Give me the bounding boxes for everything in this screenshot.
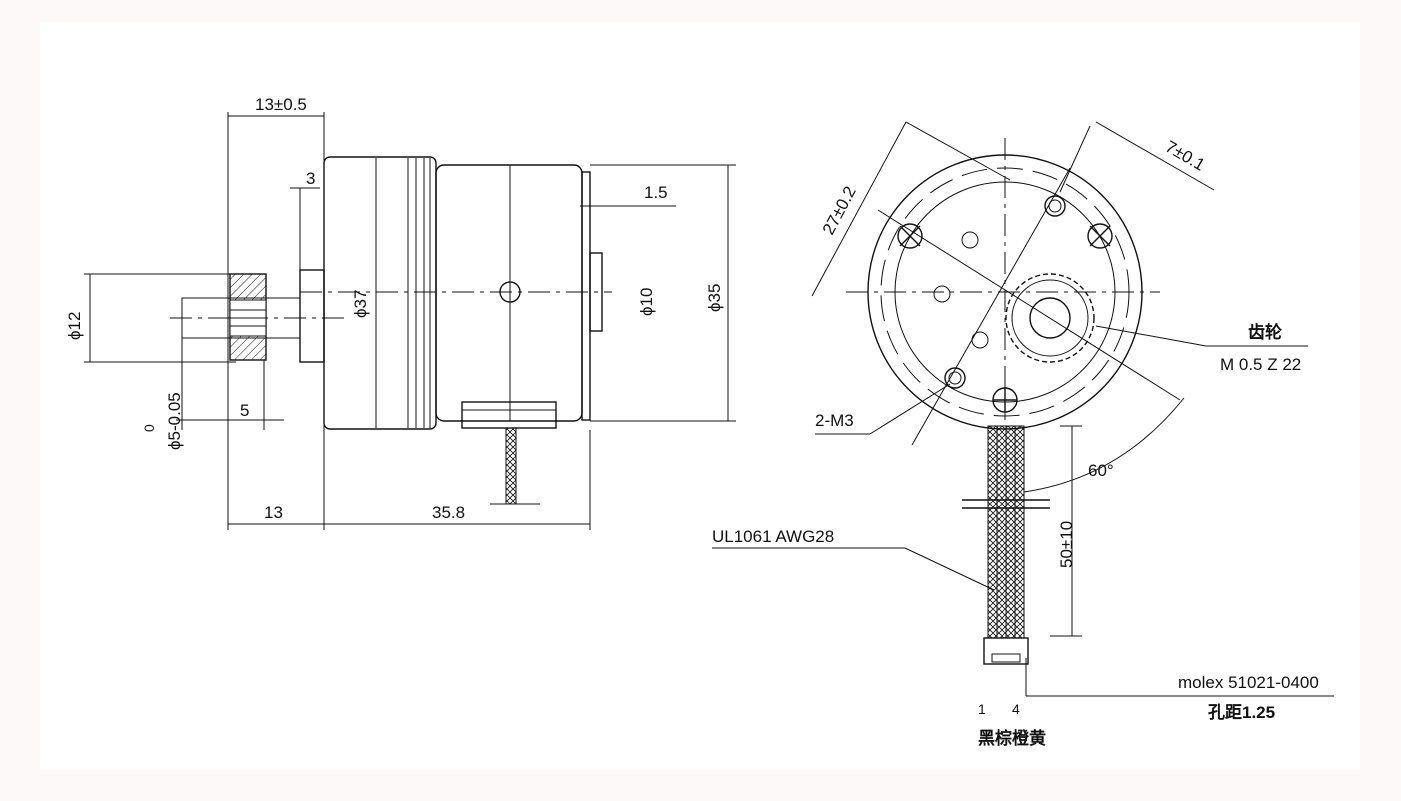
connector-label: molex 51021-0400 xyxy=(1178,673,1319,692)
gear-spec: M 0.5 Z 22 xyxy=(1220,355,1301,374)
dim-13-tol: 13±0.5 xyxy=(255,95,307,114)
dim-dia-10: ϕ10 xyxy=(637,288,656,316)
dim-1-5: 1.5 xyxy=(644,183,668,202)
pin-1-label: 1 xyxy=(978,701,986,717)
paper-sheet xyxy=(40,22,1360,770)
gear-teeth xyxy=(1005,273,1095,363)
front-view: 27±0.2 7±0.1 60° 50±10 齿轮 M 0.5 Z 22 2-M… xyxy=(712,121,1334,748)
dim-5: 5 xyxy=(240,401,249,420)
mount-holes-label: 2-M3 xyxy=(815,411,854,430)
pin-4-label: 4 xyxy=(1012,701,1020,717)
gear-title: 齿轮 xyxy=(1248,322,1282,342)
side-view: 13±0.5 3 1.5 ϕ12 ϕ37 ϕ10 ϕ35 5 0 ϕ5-0.05… xyxy=(65,95,736,530)
gear-root xyxy=(1011,279,1089,357)
dim-3: 3 xyxy=(306,169,315,188)
dim-50: 50±10 xyxy=(1057,521,1076,568)
dim-60: 60° xyxy=(1088,461,1114,480)
screw-left xyxy=(897,223,923,249)
dim-shaft-dia: ϕ5-0.05 xyxy=(165,392,184,450)
pin-hole-1 xyxy=(961,231,979,249)
dim-dia-35: ϕ35 xyxy=(705,284,724,312)
dim-shaft-tol: 0 xyxy=(141,424,157,432)
pitch-label: 孔距1.25 xyxy=(1208,703,1275,722)
dim-dia-37: ϕ37 xyxy=(351,290,370,318)
wire-spec-label: UL1061 AWG28 xyxy=(712,527,834,546)
pin-hole-3 xyxy=(971,331,989,349)
wire-colors-label: 黑棕橙黄 xyxy=(978,728,1046,748)
connector xyxy=(983,637,1029,665)
m3-hole-top xyxy=(1044,195,1066,217)
screw-right xyxy=(1087,223,1113,249)
rear-boss xyxy=(589,252,603,332)
dim-13: 13 xyxy=(264,503,283,522)
lead-wire-side xyxy=(505,427,517,505)
m3-hole-bottom xyxy=(944,367,966,389)
dim-dia-12: ϕ12 xyxy=(65,312,84,340)
gear-shaft xyxy=(1029,297,1071,339)
screw-bottom xyxy=(992,387,1018,413)
pin-hole-2 xyxy=(933,285,951,303)
dim-35-8: 35.8 xyxy=(432,503,465,522)
